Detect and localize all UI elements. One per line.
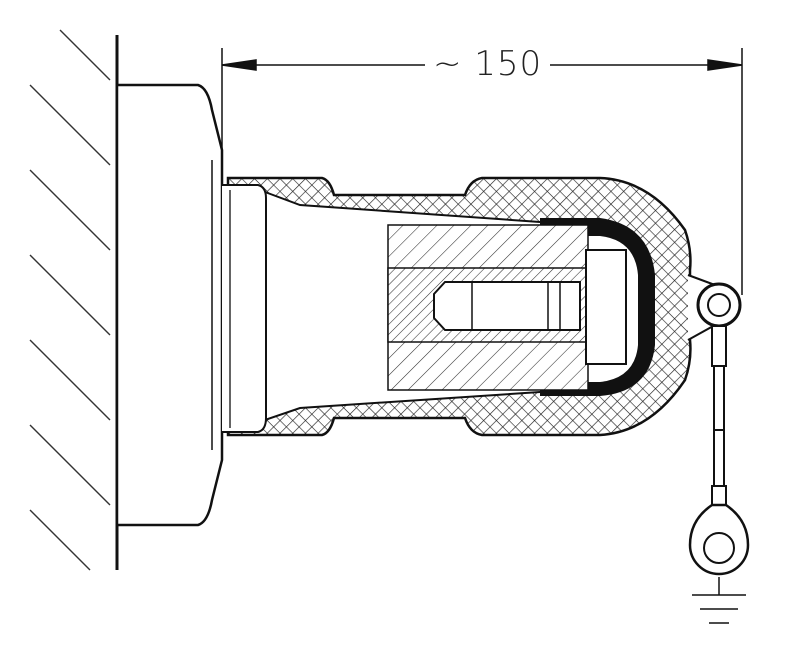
bolt xyxy=(433,281,581,331)
dimension-label: ~ 150 xyxy=(425,44,551,84)
ground-symbol-icon xyxy=(692,577,746,624)
inner-ring xyxy=(222,184,267,433)
grounding-lead xyxy=(687,274,750,576)
wall-hatching xyxy=(29,29,111,571)
flange xyxy=(115,83,224,527)
